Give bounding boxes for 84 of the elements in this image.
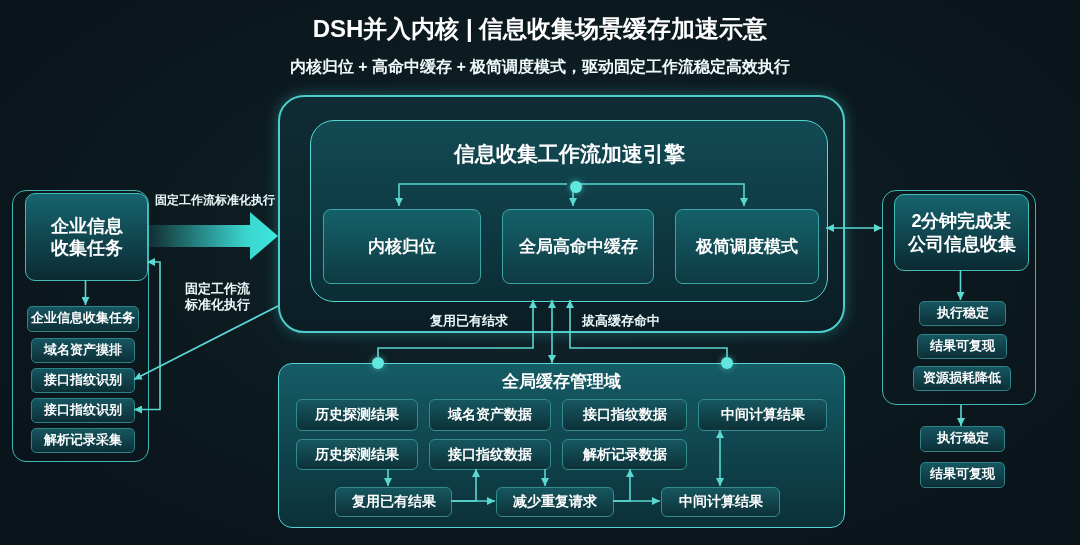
arrow (133, 305, 279, 381)
step-card (920, 462, 1005, 488)
step-label: 资源损耗降低 (923, 370, 1001, 387)
junction-dot (721, 357, 733, 369)
arrow (384, 468, 392, 487)
step-card (917, 334, 1007, 359)
junction-dot (570, 181, 582, 193)
panel-heading: 全局缓存管理域 (502, 371, 621, 393)
module-card (675, 209, 819, 284)
data-label: 历史探测结果 (315, 406, 399, 424)
edge-label: 固定工作流标准化执行 (154, 193, 276, 208)
data-card (496, 487, 614, 517)
arrow (450, 468, 480, 502)
outer-panel (278, 95, 845, 333)
step-card (919, 301, 1006, 326)
arrow (541, 468, 549, 487)
edge-label: 固定工作流标准化执行 (183, 281, 251, 313)
data-label: 复用已有结果 (351, 493, 436, 511)
data-label: 中间计算结果 (720, 406, 805, 424)
arrow (956, 269, 965, 301)
panel-heading: 信息收集工作流加速引擎 (453, 141, 685, 167)
cache-domain-panel (278, 363, 845, 528)
edge-label: 复用已有结求 (430, 313, 508, 329)
flow-arrow (147, 212, 278, 260)
card-title: 企业信息收集任务 (49, 214, 124, 260)
data-card (296, 439, 418, 470)
module-label: 内核归位 (368, 235, 436, 258)
step-label: 解析记录采集 (44, 432, 122, 449)
data-label: 接口指纹数据 (448, 445, 532, 464)
data-card (296, 399, 418, 431)
group-frame (12, 190, 149, 462)
data-label: 域名资产数据 (448, 406, 532, 424)
diagram-title: DSH并入内核 | 信息收集场景缓存加速示意 (312, 15, 768, 44)
step-card (913, 366, 1011, 391)
subtitle: 内核归位 + 高命中缓存 + 极简调度模式，驱动固定工作流稳定高效执行 (289, 57, 791, 77)
arrow (566, 299, 728, 358)
module-label: 极简调度模式 (696, 235, 798, 258)
step-label: 执行稳定 (936, 431, 989, 447)
data-label: 减少重复请求 (513, 493, 597, 511)
junction-dot (372, 357, 384, 369)
data-card (698, 399, 827, 431)
task-card (25, 193, 148, 281)
step-card (31, 398, 135, 423)
double-arrow (825, 224, 883, 232)
step-card (920, 426, 1005, 452)
step-label: 接口指纹识别 (44, 402, 122, 419)
step-label: 结果可复现 (929, 338, 995, 355)
data-label: 历史探测结果 (315, 445, 399, 464)
double-arrow (548, 299, 556, 364)
arrow (957, 404, 965, 427)
data-label: 中间计算结果 (678, 493, 763, 511)
data-card (661, 487, 780, 517)
card-title: 2分钟完成某公司信息收集 (906, 210, 1017, 255)
step-card (31, 428, 135, 453)
group-frame (882, 190, 1036, 405)
module-card (323, 209, 481, 284)
data-card (562, 399, 687, 431)
task-card (894, 194, 1029, 271)
arrow (81, 279, 90, 306)
arrow (377, 299, 537, 358)
engine-panel (310, 120, 828, 302)
module-label: 全局高命中缓存 (518, 235, 638, 258)
step-label: 域名资产摸排 (44, 342, 122, 359)
data-card (429, 399, 551, 431)
step-label: 企业信息收集任务 (31, 311, 135, 327)
arrow (612, 468, 634, 502)
data-card (562, 439, 687, 470)
arrow (569, 189, 577, 207)
edge-label: 拔高缓存命中 (582, 313, 660, 329)
arrow (578, 183, 748, 207)
data-label: 解析记录数据 (582, 445, 667, 464)
arrow (395, 183, 568, 207)
step-label: 执行稳定 (936, 305, 989, 322)
double-arrow (716, 429, 724, 487)
module-card (502, 209, 654, 284)
step-card (31, 338, 135, 363)
data-label: 接口指纹数据 (582, 406, 667, 424)
step-card (27, 306, 139, 332)
data-card (429, 439, 551, 470)
step-label: 结果可复现 (930, 467, 995, 483)
double-arrow (133, 258, 161, 414)
step-label: 接口指纹识别 (44, 372, 122, 389)
step-card (31, 368, 135, 393)
data-card (335, 487, 452, 517)
